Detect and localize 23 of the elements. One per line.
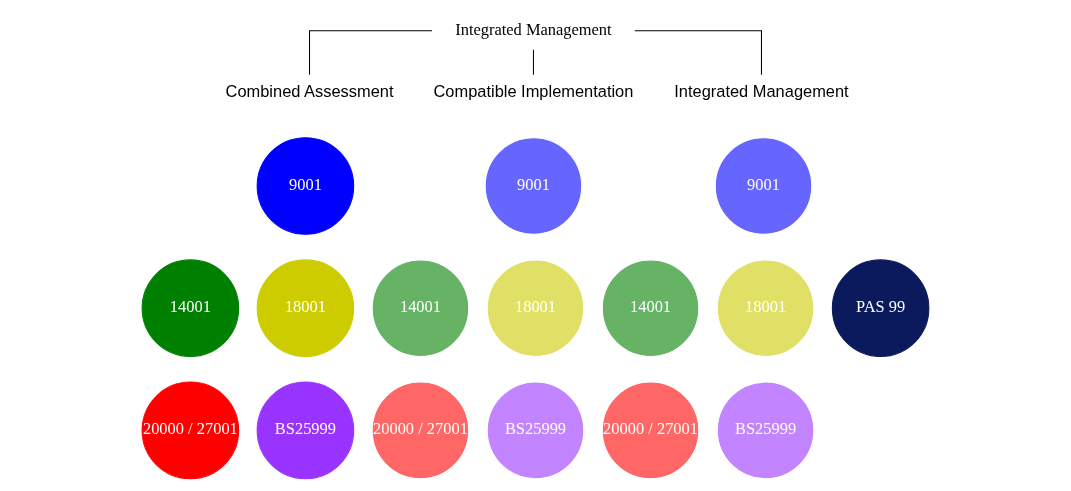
node-circle: 9001 [256,137,355,235]
connector [634,30,762,76]
node-circle: 18001 [716,259,815,357]
node-circle: 9001 [484,137,583,235]
node-circle: PAS 99 [831,259,930,357]
node-circle: 14001 [141,259,240,357]
connector [532,49,534,76]
node-circle: 14001 [371,259,470,357]
node-text: Integrated Management [455,19,612,39]
node-circle: 20000 / 27001 [601,381,700,480]
node-circle: BS25999 [716,381,815,480]
node-circle: BS25999 [256,381,355,480]
node-circle: 9001 [714,137,813,235]
node-text: Combined Assessment [225,82,394,101]
node-text: Compatible Implementation [433,82,634,101]
node-circle: 14001 [601,259,700,357]
node-circle: 20000 / 27001 [371,381,470,480]
connector [309,30,433,76]
node-circle: BS25999 [486,381,585,480]
node-text: Integrated Management [674,82,849,101]
node-circle: 18001 [256,259,355,357]
node-circle: 20000 / 27001 [141,381,240,480]
node-circle: 18001 [486,259,585,357]
